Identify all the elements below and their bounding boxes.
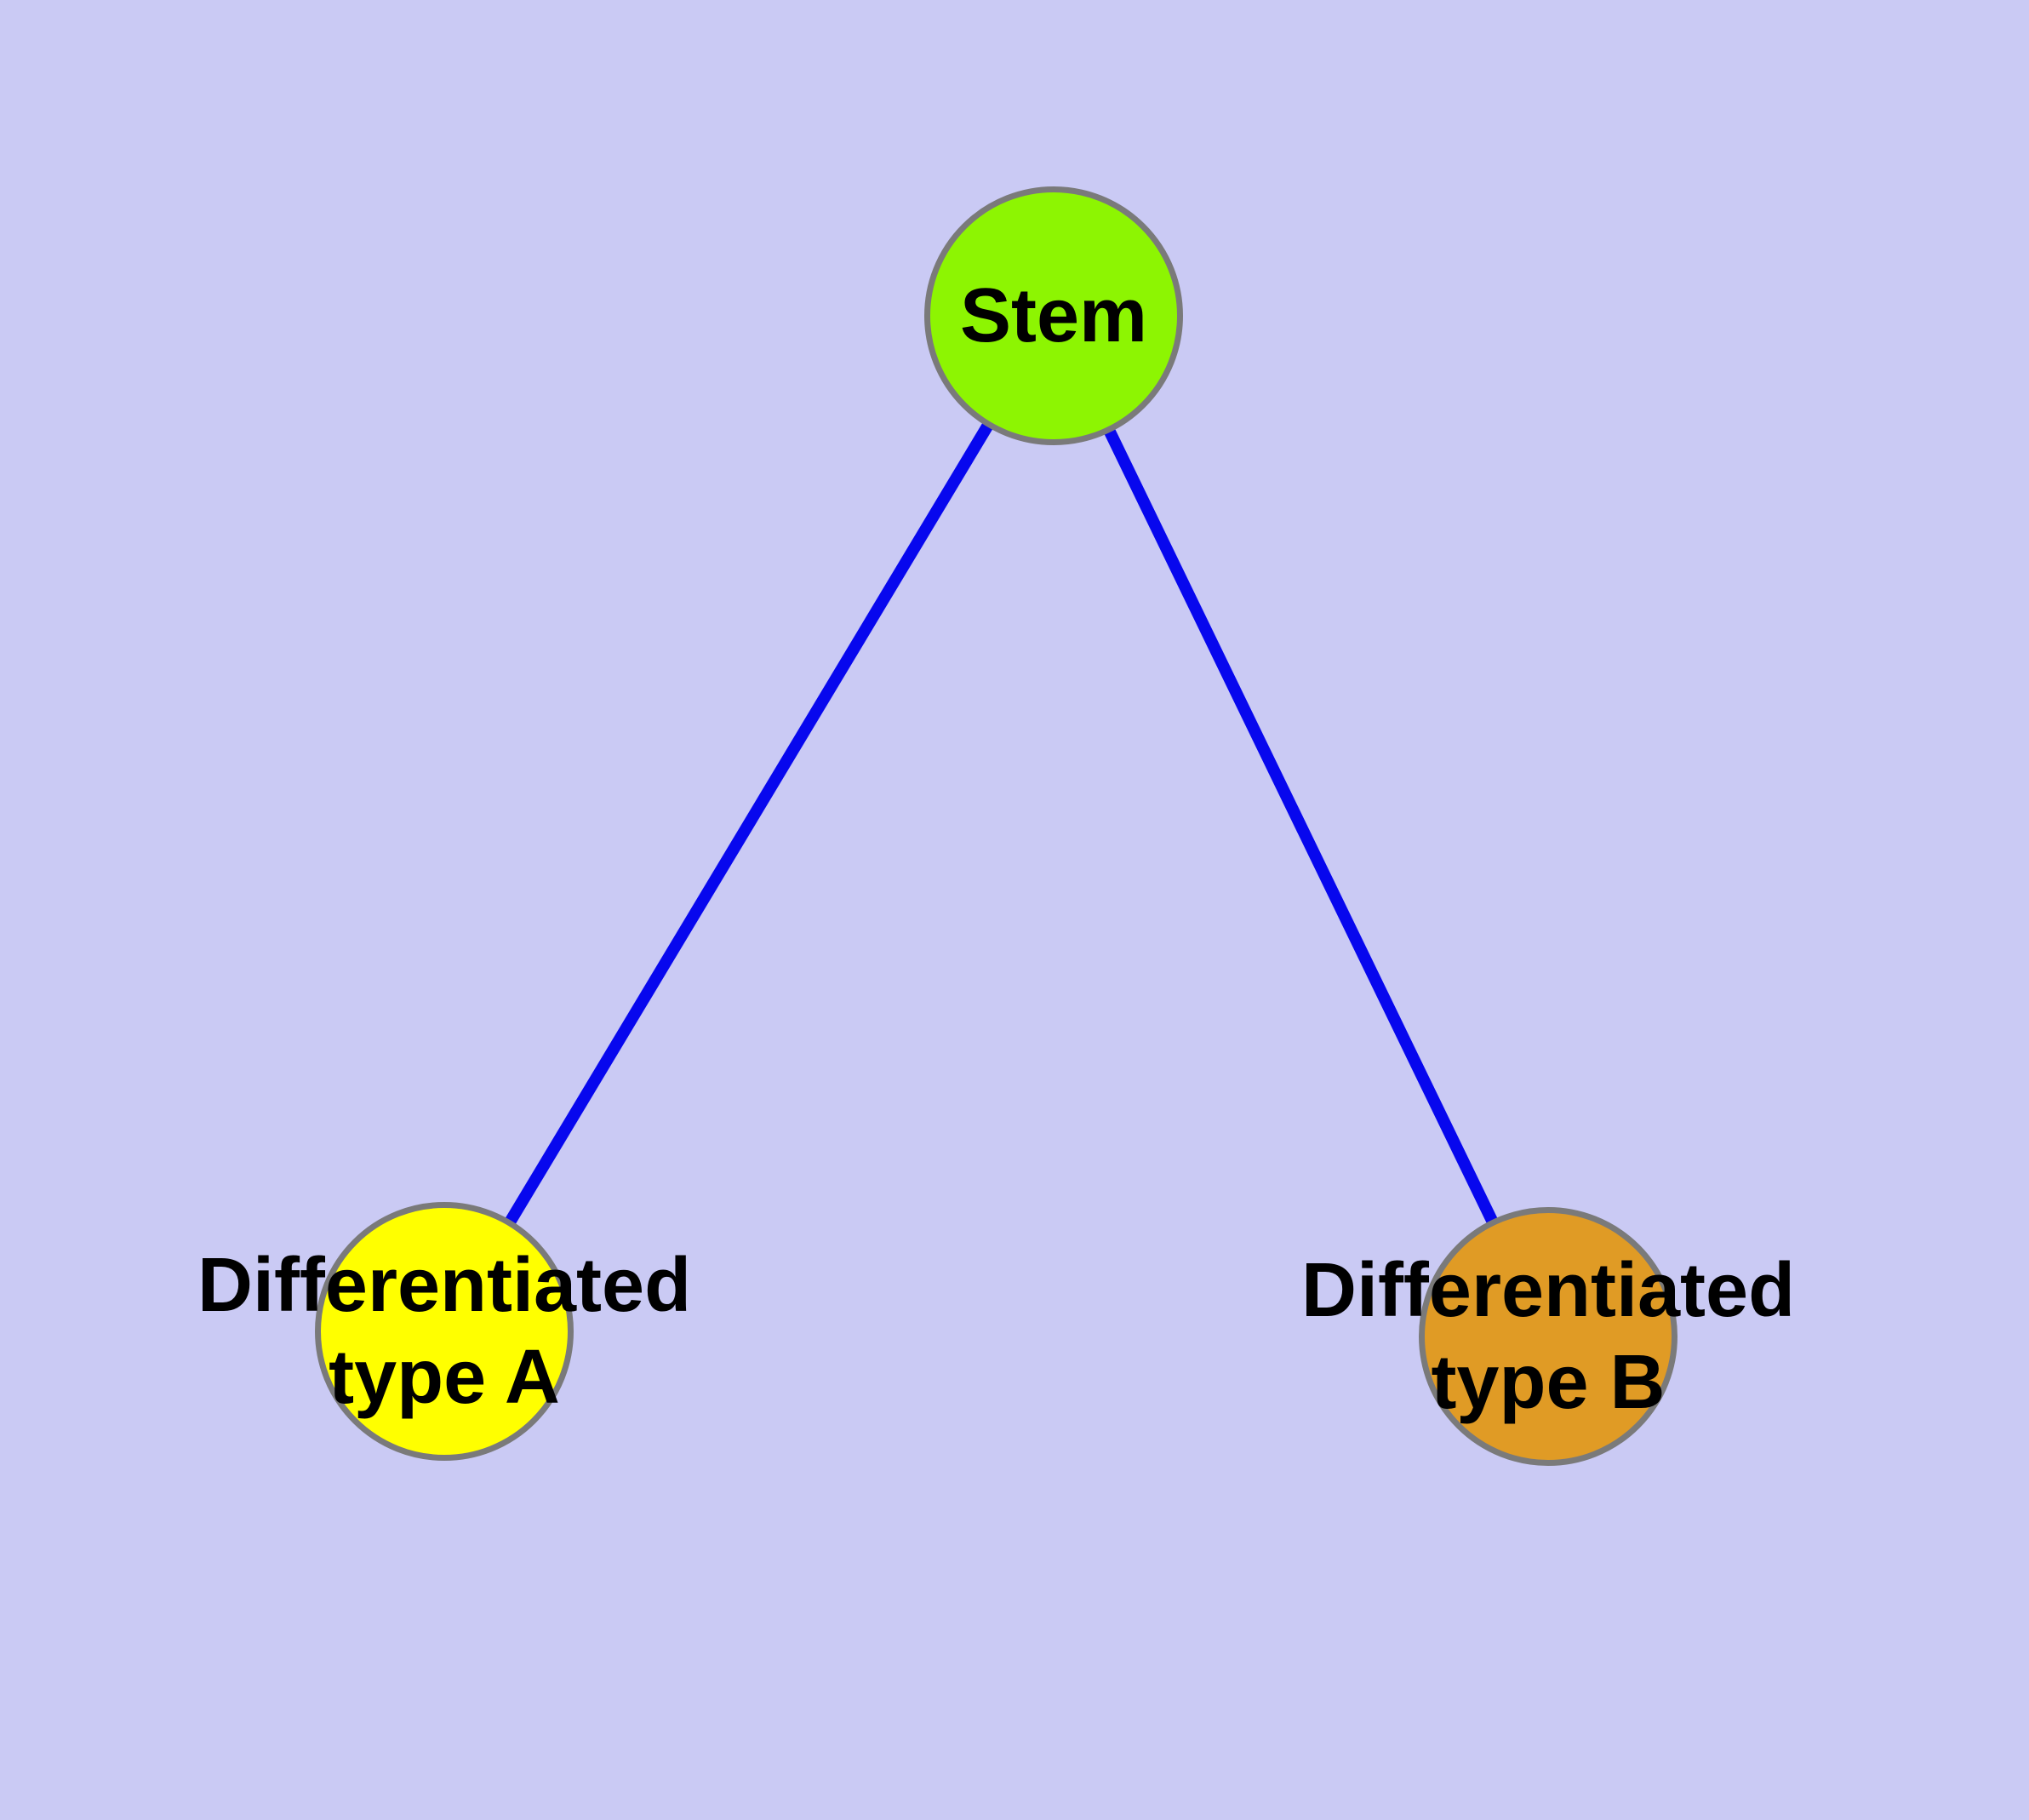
label-line-2: type B	[1431, 1340, 1666, 1425]
node-differentiated-type-a-label: Differentiated type A	[197, 1239, 691, 1423]
node-differentiated-type-b-label: Differentiated type B	[1301, 1245, 1795, 1428]
node-differentiated-type-a: Differentiated type A	[197, 1202, 691, 1461]
edge-stem-to-type-a	[438, 312, 1060, 1335]
edge-stem-to-type-b	[1048, 312, 1554, 1340]
node-stem-label: Stem	[959, 273, 1148, 358]
label-line-2: type A	[329, 1335, 560, 1420]
label-line-1: Differentiated	[1300, 1248, 1796, 1333]
node-stem: Stem	[924, 186, 1183, 445]
label-line-1: Differentiated	[197, 1243, 692, 1328]
node-differentiated-type-b: Differentiated type B	[1301, 1207, 1795, 1466]
